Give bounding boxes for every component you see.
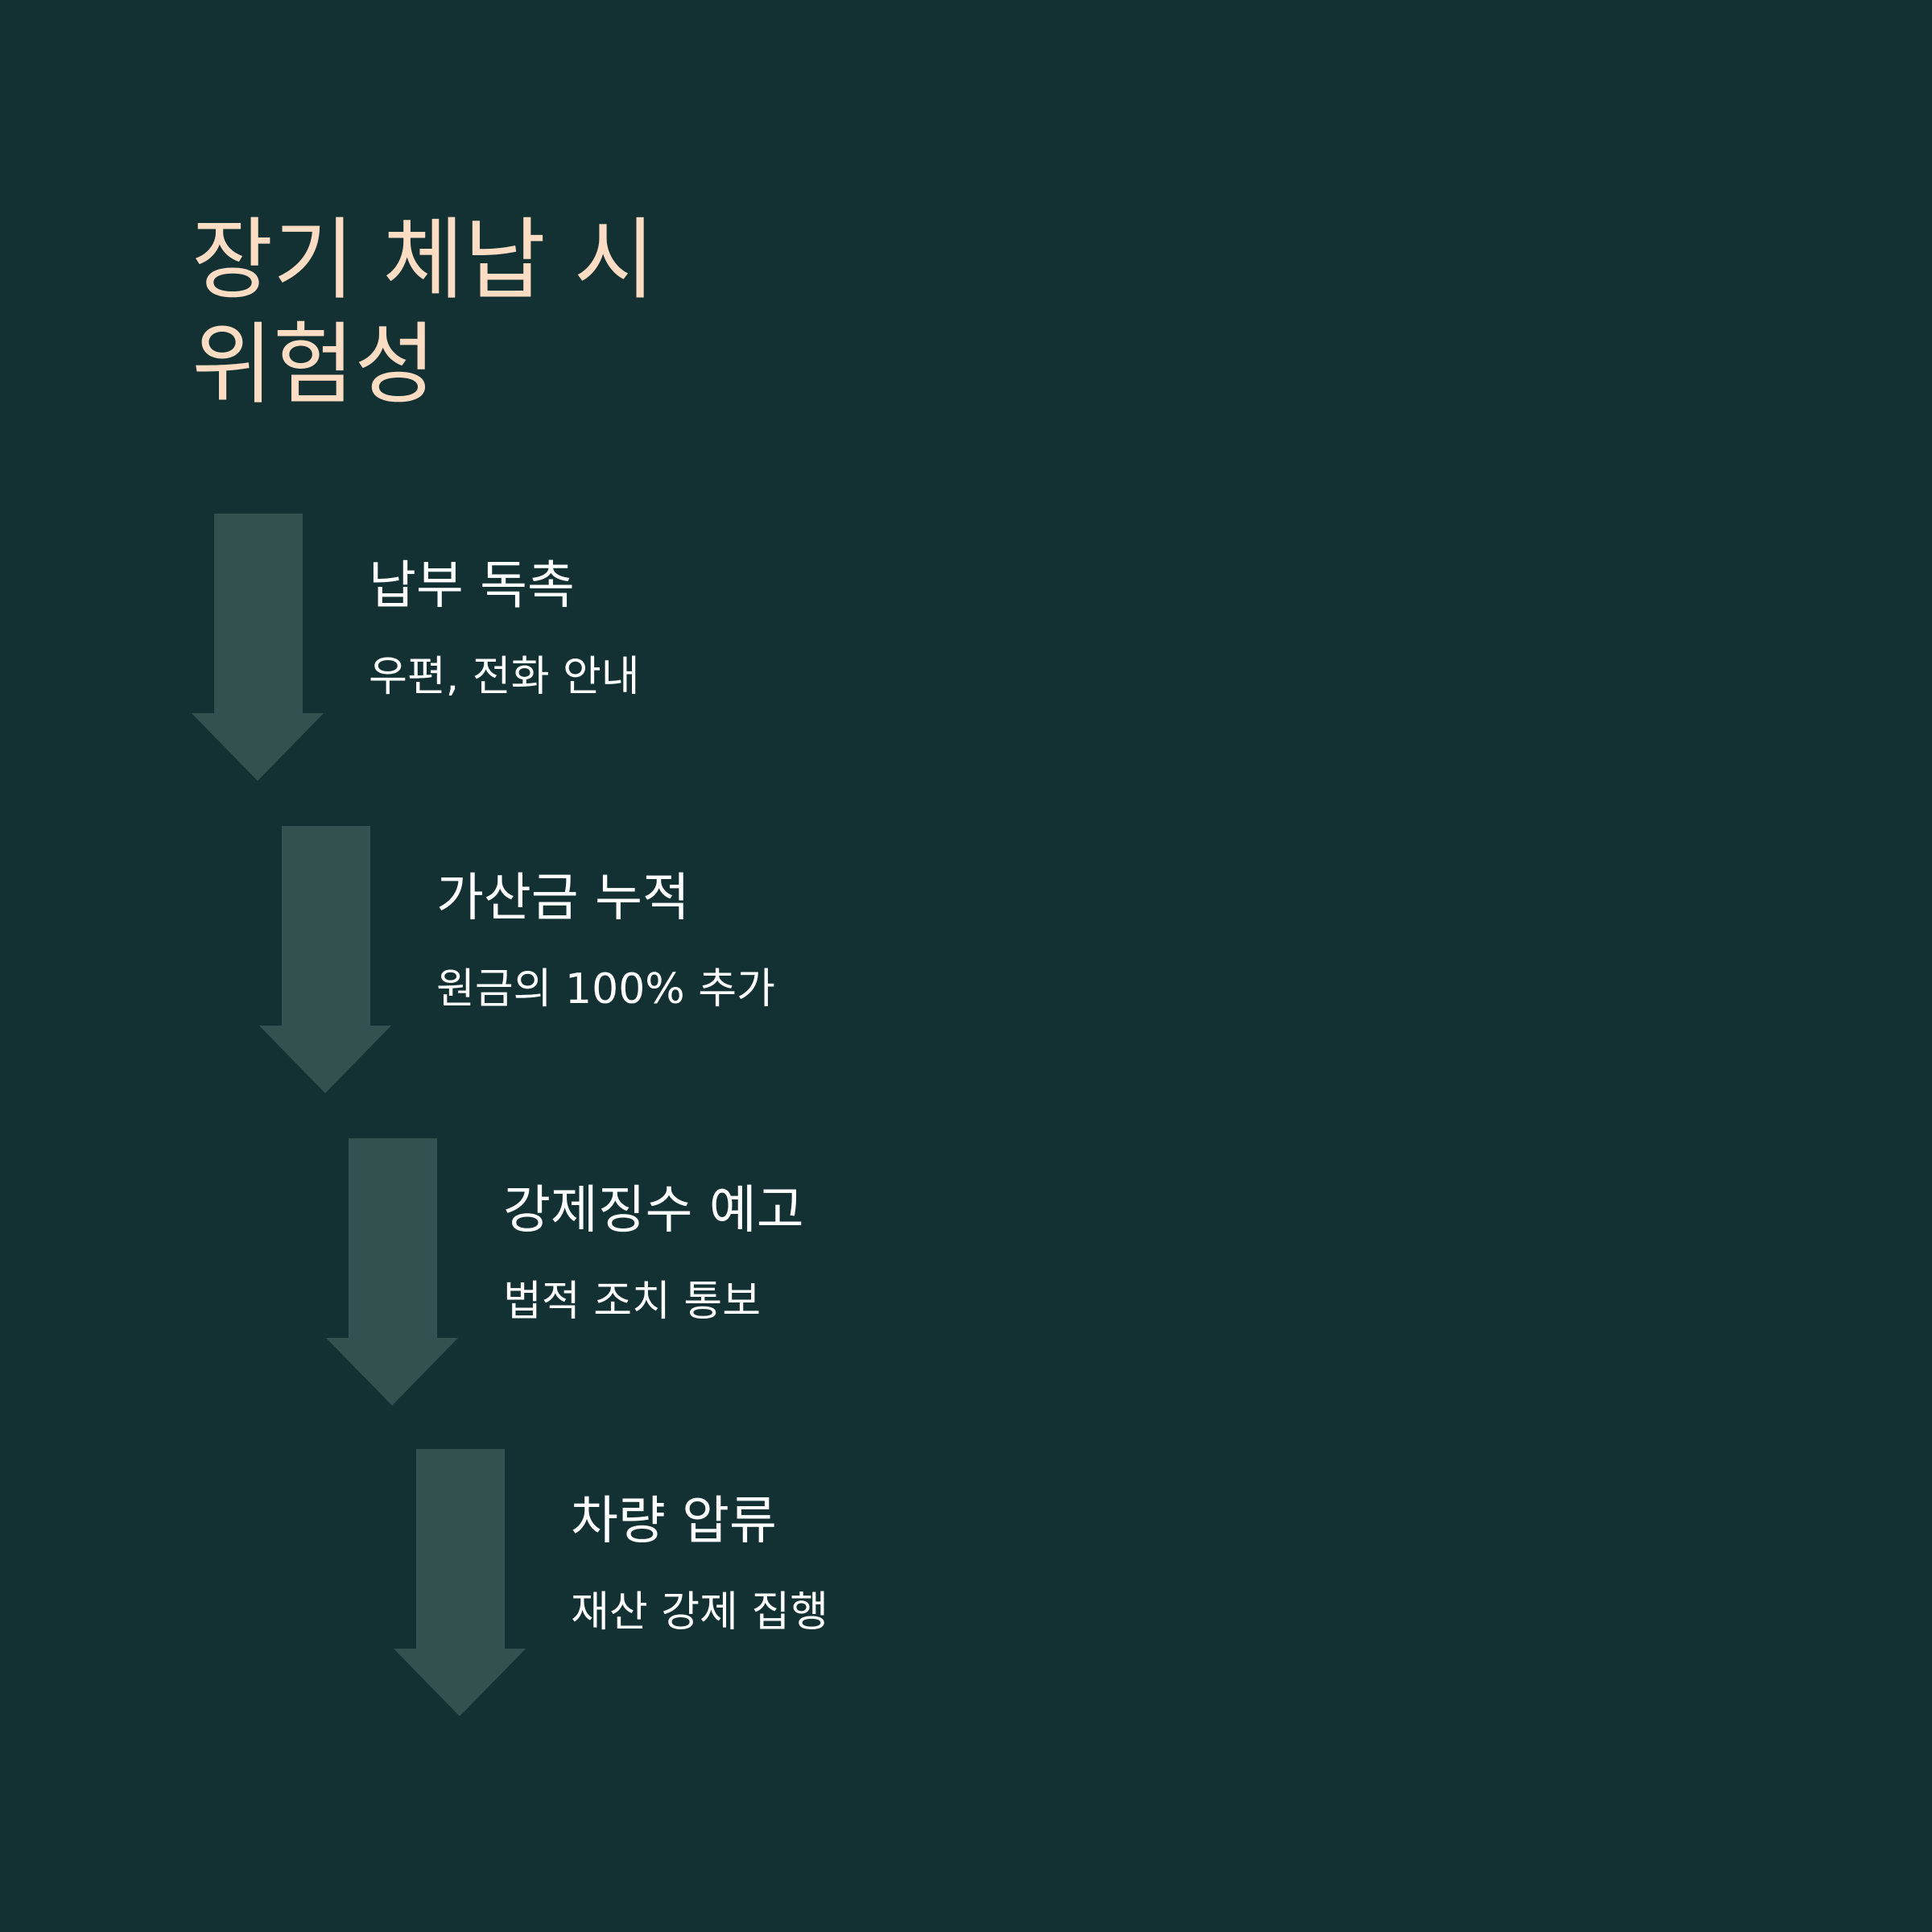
step-1-description: 우편, 전화 안내 <box>369 653 640 701</box>
step-4-title: 차량 압류 <box>571 1492 777 1551</box>
down-arrow-icon <box>192 514 324 781</box>
step-4-description: 재산 강제 집행 <box>571 1588 829 1637</box>
step-3-title: 강제징수 예고 <box>503 1181 804 1241</box>
title-line-1: 장기 체납 시 <box>192 208 655 312</box>
step-3-description: 법적 조치 통보 <box>503 1278 762 1326</box>
down-arrow-icon <box>326 1138 458 1406</box>
step-4: 차량 압류 재산 강제 집행 <box>394 1449 828 1719</box>
step-2-title: 가산금 누적 <box>436 869 690 928</box>
page-title: 장기 체납 시 위험성 <box>192 208 916 417</box>
down-arrow-icon <box>394 1449 526 1716</box>
step-2-description: 원금의 100% 추가 <box>436 965 775 1013</box>
down-arrow-icon <box>259 826 391 1093</box>
step-3: 강제징수 예고 법적 조치 통보 <box>326 1138 804 1409</box>
title-line-2: 위험성 <box>192 313 436 416</box>
step-2: 가산금 누적 원금의 100% 추가 <box>259 826 775 1096</box>
step-1-title: 납부 독촉 <box>369 556 575 616</box>
step-1: 납부 독촉 우편, 전화 안내 <box>192 514 640 784</box>
